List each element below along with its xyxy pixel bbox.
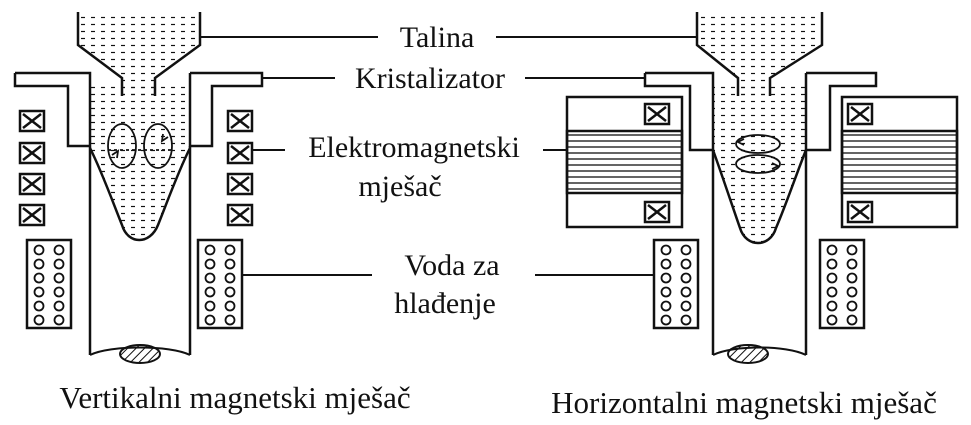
label-stirrer-line1: Elektromagnetski [308,131,520,164]
label-water-line1: Voda za [404,249,499,282]
left-cooling-block-right [196,238,244,330]
right-strand-core [727,344,769,364]
vertical-stirrer-diagram [13,12,264,364]
right-strand [711,150,808,355]
left-stirrer-coils-right [226,109,254,227]
right-melt-pool [713,86,806,243]
label-water-line2: hlađenje [394,287,496,320]
left-melt-pool [90,86,190,240]
right-stirrer-right [840,95,959,229]
leader-lines [200,36,697,276]
label-melt: Talina [400,21,475,54]
label-crystallizer: Kristalizator [355,62,505,95]
label-stirrer-line2: mješač [358,170,441,203]
right-cooling-block-right [818,238,866,330]
horizontal-stirrer-diagram [565,12,959,364]
right-cooling-block-left [652,238,700,330]
left-funnel [76,12,202,96]
caption-vertical: Vertikalni magnetski mješač [59,380,410,415]
left-flow-loops [107,123,173,169]
left-strand-core [119,344,161,364]
right-flow-loops [735,134,781,174]
left-stirrer-coils-left [18,109,46,227]
right-funnel [695,12,824,96]
caption-horizontal: Horizontalni magnetski mješač [551,385,937,420]
right-stirrer-left [565,95,684,229]
left-strand [88,146,192,355]
left-cooling-block-left [25,238,73,330]
